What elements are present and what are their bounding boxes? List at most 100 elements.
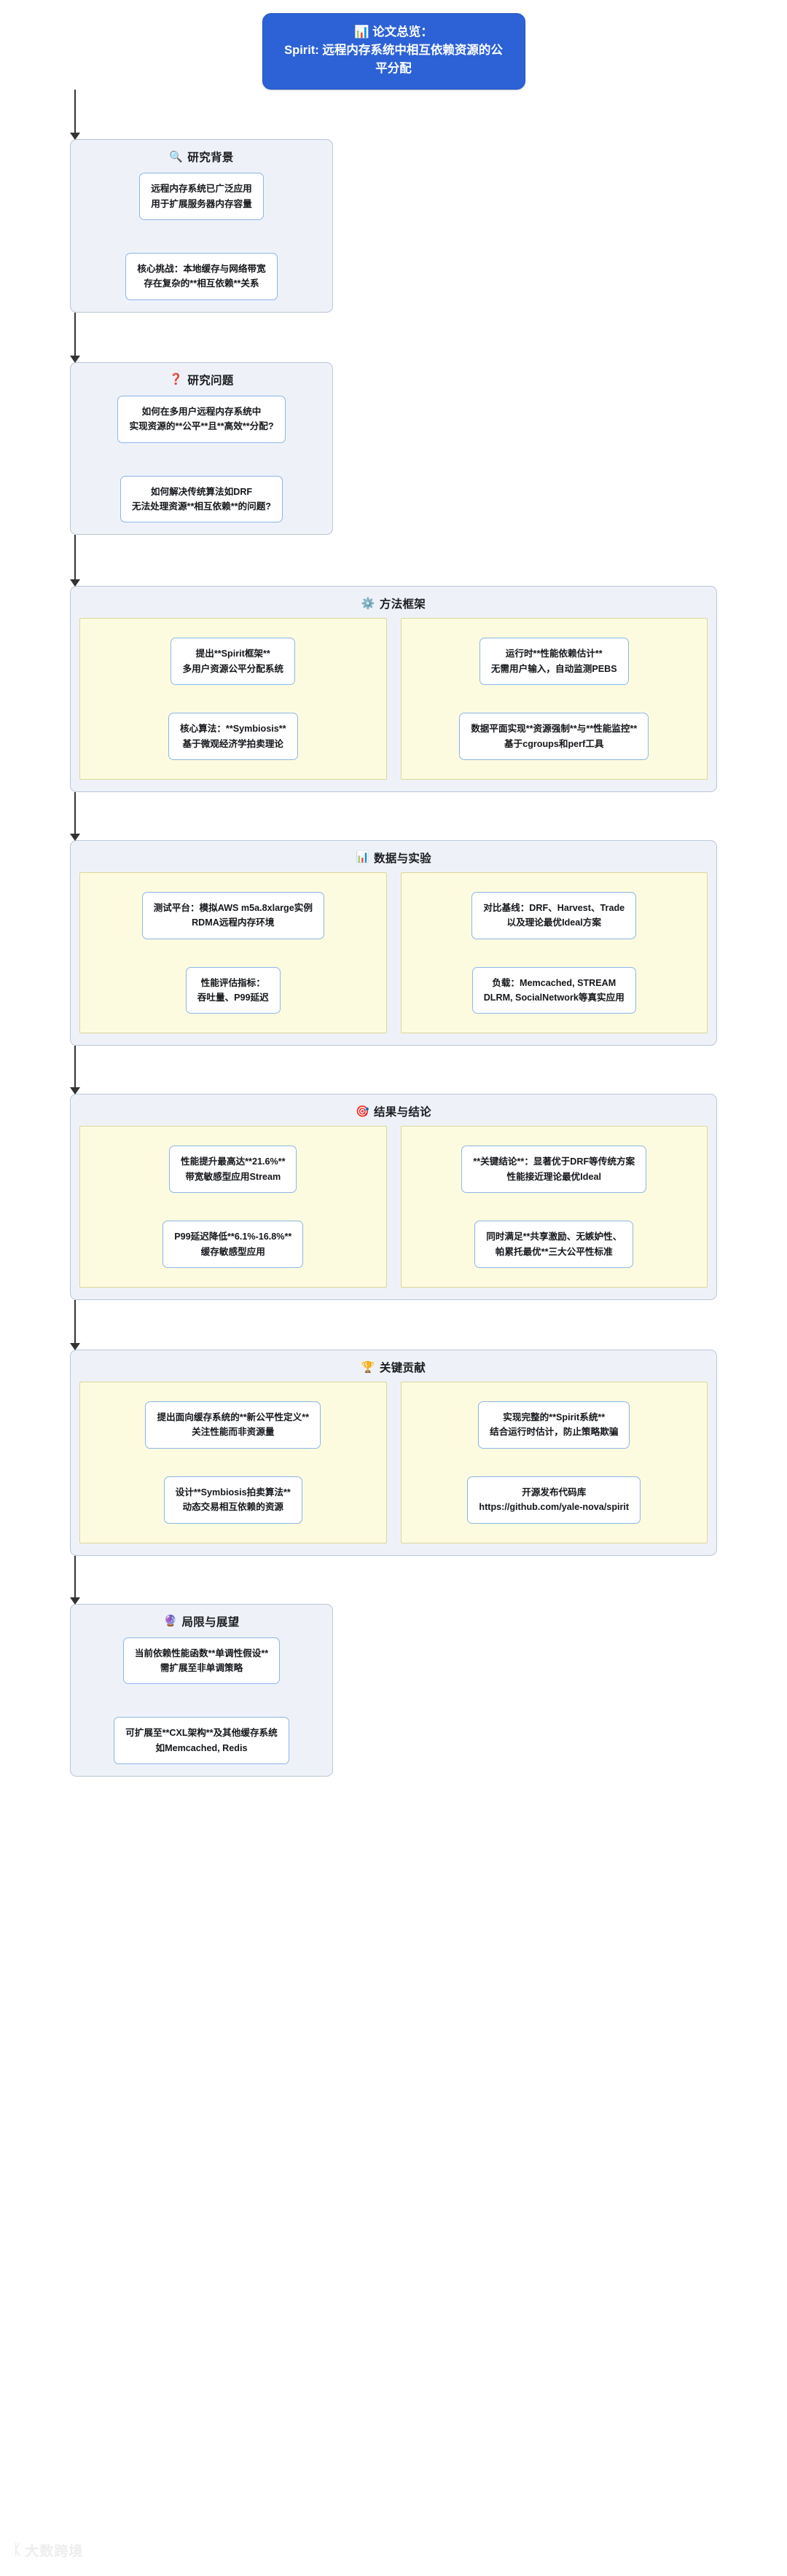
sections-host: 🔍研究背景远程内存系统已广泛应用用于扩展服务器内存容量核心挑战：本地缓存与网络带… <box>70 90 717 1777</box>
flow-node-line: RDMA远程内存环境 <box>192 917 275 928</box>
flow-node-line: 实现资源的**公平**且**高效**分配? <box>129 421 274 432</box>
section-body: 如何在多用户远程内存系统中实现资源的**公平**且**高效**分配? 如何解决传统… <box>79 394 324 523</box>
flow-arrow <box>70 791 80 841</box>
section-method-framework: ⚙️方法框架提出**Spirit框架**多用户资源公平分配系统核心算法：**Sy… <box>70 586 717 792</box>
target-emoji: 🎯 <box>356 1105 369 1118</box>
section-title-label: 结果与结论 <box>373 1106 431 1119</box>
flow-node-line: **关键结论**：显著优于DRF等传统方案 <box>473 1156 635 1167</box>
arrow-head-icon <box>70 1597 80 1605</box>
flow-node-line: 数据平面实现**资源强制**与**性能监控** <box>471 724 638 735</box>
flow-node-line: 存在复杂的**相互依赖**关系 <box>144 278 259 289</box>
flow-node-line: 基于微观经济学拍卖理论 <box>182 738 283 749</box>
flow-node-line: 开源发布代码库 <box>522 1487 587 1498</box>
flow-node-line: https://github.com/yale-nova/spirit <box>479 1502 630 1513</box>
flow-node-line: 提出**Spirit框架** <box>195 649 270 659</box>
bar-chart-emoji: 📊 <box>356 851 369 864</box>
gear-emoji: ⚙️ <box>361 597 375 610</box>
flow-node-line: 需扩展至非单调策略 <box>160 1663 243 1673</box>
flow-node: 开源发布代码库 https://github.com/yale-nova/spir… <box>467 1476 641 1524</box>
section-columns: 提出面向缓存系统的**新公平性定义**关注性能而非资源量设计**Symbiosi… <box>79 1382 708 1543</box>
flow-node-line: 基于cgroups和perf工具 <box>504 738 604 749</box>
flow-node-line: 如何解决传统算法如DRF <box>150 486 253 497</box>
section-key-contributions: 🏆关键贡献提出面向缓存系统的**新公平性定义**关注性能而非资源量设计**Sym… <box>70 1350 717 1556</box>
flow-node: 性能提升最高达**21.6%**带宽敏感型应用Stream <box>169 1146 297 1194</box>
flow-node-line: P99延迟降低**6.1%-16.8%** <box>174 1232 292 1242</box>
section-title-research-question: ❓研究问题 <box>169 372 233 388</box>
flow-node-line: 性能评估指标： <box>200 977 265 988</box>
section-title-label: 研究背景 <box>187 152 234 165</box>
flow-node-line: 带宽敏感型应用Stream <box>185 1171 281 1182</box>
section-title-method-framework: ⚙️ 方法框架 <box>361 595 426 611</box>
flow-arrow <box>70 1300 80 1351</box>
flow-node-line: 负载：Memcached, STREAM <box>492 977 616 988</box>
flow-arrow <box>70 1555 80 1605</box>
flow-node: 性能评估指标：吞吐量、P99延迟 <box>185 966 281 1014</box>
flow-node-line: 如Memcached, Redis <box>155 1742 248 1753</box>
flow-node-line: 帕累托最优**三大公平性标准 <box>495 1246 613 1257</box>
flow-node-line: 多用户资源公平分配系统 <box>182 663 284 674</box>
section-data-experiment: 📊 数据与实验测试平台：模拟AWS m5a.8xlarge实例 RDMA远程内存环境… <box>70 839 717 1046</box>
arrow-shaft <box>74 535 77 580</box>
magnifier-emoji: 🔍 <box>169 150 184 163</box>
arrow-shaft <box>74 90 77 133</box>
section-body: 当前依赖性能函数**单调性假设** 需扩展至非单调策略可扩展至**CXL架构**及… <box>79 1636 324 1765</box>
section-title-label: 研究问题 <box>187 374 234 387</box>
flow-node: 数据平面实现**资源强制**与**性能监控** 基于cgroups和perf工具 <box>459 713 649 760</box>
flow-node-line: 测试平台：模拟AWS m5a.8xlarge实例 <box>153 902 313 913</box>
question-mark-emoji: ❓ <box>169 373 184 386</box>
section-title-background: 🔍研究背景 <box>169 149 233 165</box>
arrow-shaft <box>74 1300 77 1344</box>
flow-node-line: 对比基线：DRF、Harvest、Trade <box>483 902 625 913</box>
flow-arrow <box>70 312 80 363</box>
section-column: 提出**Spirit框架**多用户资源公平分配系统核心算法：**Symbiosi… <box>79 618 387 780</box>
page-title: 📊 论文总览： Spirit: 远程内存系统中相互依赖资源的公平分配 <box>262 13 525 90</box>
watermark-logo-icon: ᛕ <box>13 2542 21 2558</box>
section-column: 提出面向缓存系统的**新公平性定义**关注性能而非资源量设计**Symbiosi… <box>79 1382 387 1543</box>
flow-node-line: 用于扩展服务器内存容量 <box>151 198 252 209</box>
flow-arrow <box>70 90 80 141</box>
arrow-shaft <box>74 1555 77 1597</box>
flow-node: 同时满足**共享激励、无嫉妒性、帕累托最优**三大公平性标准 <box>474 1221 634 1269</box>
arrow-shaft <box>74 312 77 356</box>
flow-node-line: 性能接近理论最优Ideal <box>506 1171 601 1182</box>
section-research-question: ❓研究问题如何在多用户远程内存系统中实现资源的**公平**且**高效**分配?如… <box>70 361 333 536</box>
flow-node: 当前依赖性能函数**单调性假设** 需扩展至非单调策略 <box>122 1637 281 1685</box>
flow-node-line: 提出面向缓存系统的**新公平性定义** <box>157 1412 309 1423</box>
flow-arrow <box>70 1046 80 1095</box>
flow-node-line: 运行时**性能依赖估计** <box>505 649 603 659</box>
flow-node-line: 核心算法：**Symbiosis** <box>179 724 286 735</box>
crystal-ball-emoji: 🔮 <box>163 1615 178 1628</box>
flow-node-line: 设计**Symbiosis拍卖算法** <box>175 1487 291 1498</box>
flow-node-line: 当前依赖性能函数**单调性假设** <box>134 1648 269 1659</box>
flow-node: 实现完整的**Spirit系统**结合运行时估计，防止策略欺骗 <box>478 1401 630 1449</box>
title-line-1: 📊 论文总览： <box>354 26 433 39</box>
flow-node: 可扩展至**CXL架构**及其他缓存系统如Memcached, Redis <box>114 1717 289 1765</box>
flow-node: 提出面向缓存系统的**新公平性定义**关注性能而非资源量 <box>145 1401 321 1449</box>
section-title-label: 数据与实验 <box>373 852 431 865</box>
flow-node: 运行时**性能依赖估计** 无需用户输入，自动监测PEBS <box>479 638 629 686</box>
watermark: ᛕ 大数跨境 <box>13 2540 83 2560</box>
flow-node: 对比基线：DRF、Harvest、Trade 以及理论最优Ideal方案 <box>471 891 637 939</box>
watermark-label: 大数跨境 <box>25 2544 84 2559</box>
section-limitations-outlook: 🔮局限与展望当前依赖性能函数**单调性假设** 需扩展至非单调策略可扩展至**CX… <box>70 1603 333 1777</box>
arrow-shaft <box>74 791 77 834</box>
flow-node-line: 如何在多用户远程内存系统中 <box>141 406 262 417</box>
arrow-head-icon <box>70 1343 80 1351</box>
section-title-label: 方法框架 <box>379 598 426 611</box>
flow-node: 设计**Symbiosis拍卖算法**动态交易相互依赖的资源 <box>163 1476 302 1524</box>
section-background: 🔍研究背景远程内存系统已广泛应用用于扩展服务器内存容量核心挑战：本地缓存与网络带… <box>70 139 333 313</box>
section-columns: 提出**Spirit框架**多用户资源公平分配系统核心算法：**Symbiosi… <box>79 618 708 780</box>
flow-arrow <box>70 535 80 587</box>
flow-node-line: 以及理论最优Ideal方案 <box>506 917 601 928</box>
section-title-limitations-outlook: 🔮局限与展望 <box>164 1613 240 1629</box>
flow-node: 核心算法：**Symbiosis** 基于微观经济学拍卖理论 <box>168 713 298 760</box>
section-title-label: 关键贡献 <box>379 1362 426 1375</box>
flow-node-line: 无需用户输入，自动监测PEBS <box>490 663 617 674</box>
section-column: 实现完整的**Spirit系统**结合运行时估计，防止策略欺骗开源发布代码库 ht… <box>400 1382 708 1543</box>
